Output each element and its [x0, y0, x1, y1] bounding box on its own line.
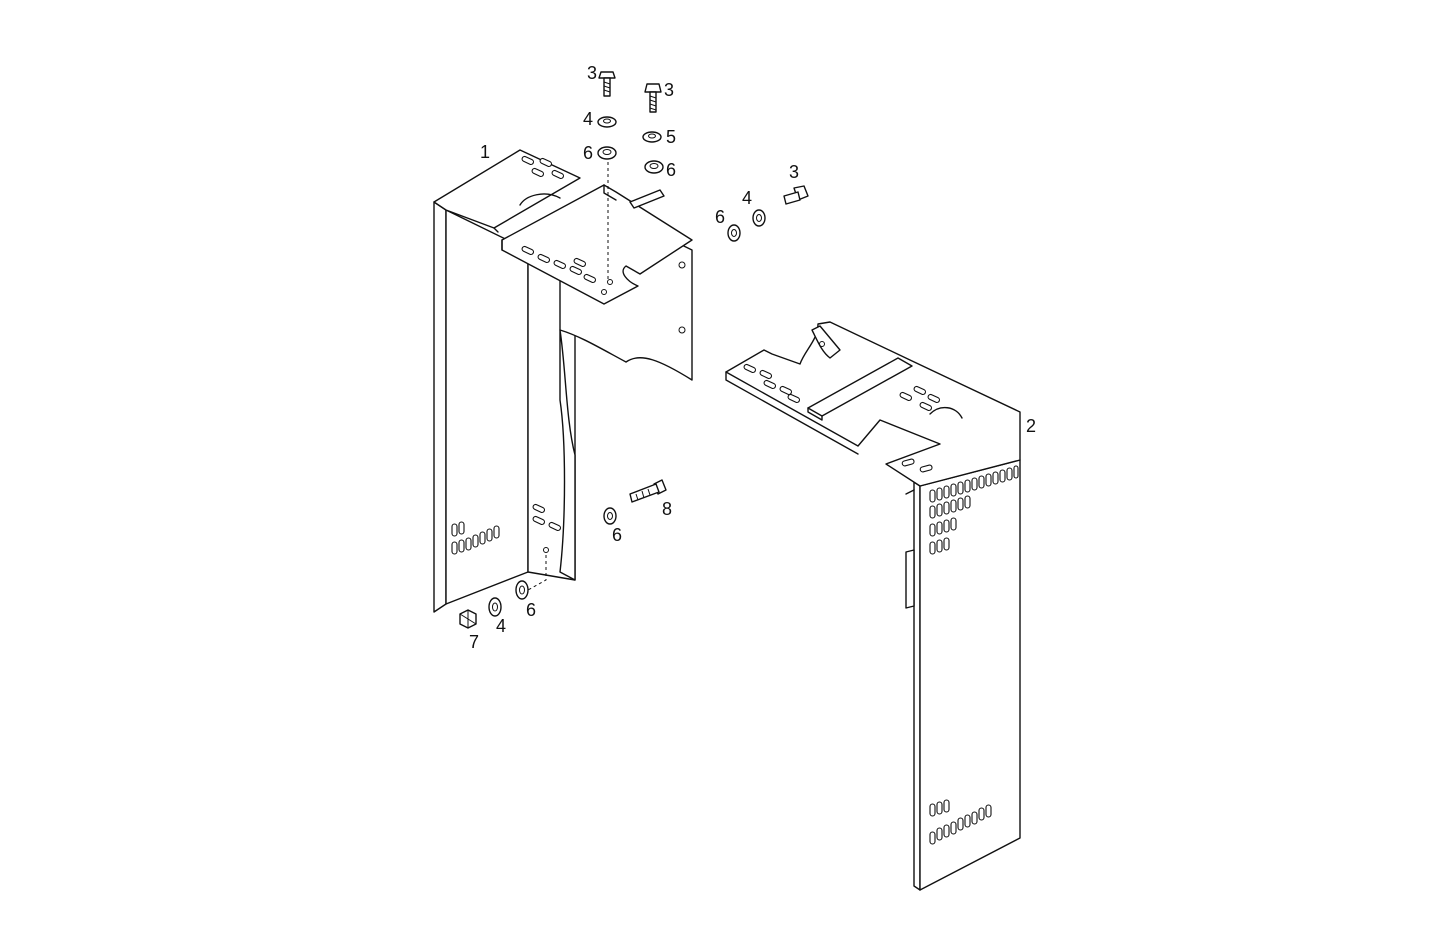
washer-6-mid: [603, 507, 617, 525]
washer-4-bottom: [488, 597, 502, 617]
bracket-part-2: [725, 321, 1021, 891]
callout-part-6c: 6: [715, 207, 725, 227]
callout-part-6d: 6: [612, 525, 622, 545]
lower-vent-slots: [929, 799, 992, 845]
washer-6-top-right: [644, 160, 664, 174]
washer-5: [642, 131, 662, 143]
washer-6-top-left: [597, 146, 617, 160]
upper-vent-slots: [929, 465, 1019, 555]
callout-part-3c: 3: [789, 162, 799, 182]
callout-part-3b: 3: [664, 80, 674, 100]
callout-part-3a: 3: [587, 63, 597, 83]
bolt-3-top-left: [598, 71, 616, 97]
callout-part-8: 8: [662, 499, 672, 519]
washer-4-top: [597, 116, 617, 128]
bolt-3-top-right: [644, 83, 662, 113]
callout-part-5: 5: [666, 127, 676, 147]
callout-part-2: 2: [1026, 416, 1036, 436]
callout-part-4c: 4: [496, 616, 506, 636]
washer-6-bottom: [515, 580, 529, 600]
callout-part-6b: 6: [666, 160, 676, 180]
bolt-3-right: [783, 185, 809, 205]
washer-4-right: [752, 209, 766, 227]
bolt-8: [629, 479, 667, 503]
callout-part-4b: 4: [742, 188, 752, 208]
callout-part-1: 1: [480, 142, 490, 162]
callout-part-6e: 6: [526, 600, 536, 620]
callout-part-7: 7: [469, 632, 479, 652]
callout-part-4a: 4: [583, 109, 593, 129]
callout-part-6a: 6: [583, 143, 593, 163]
bracket-part-1: [433, 149, 693, 613]
nut-7: [459, 609, 477, 629]
washer-6-right: [727, 224, 741, 242]
lower-vent-slots: [451, 521, 500, 555]
